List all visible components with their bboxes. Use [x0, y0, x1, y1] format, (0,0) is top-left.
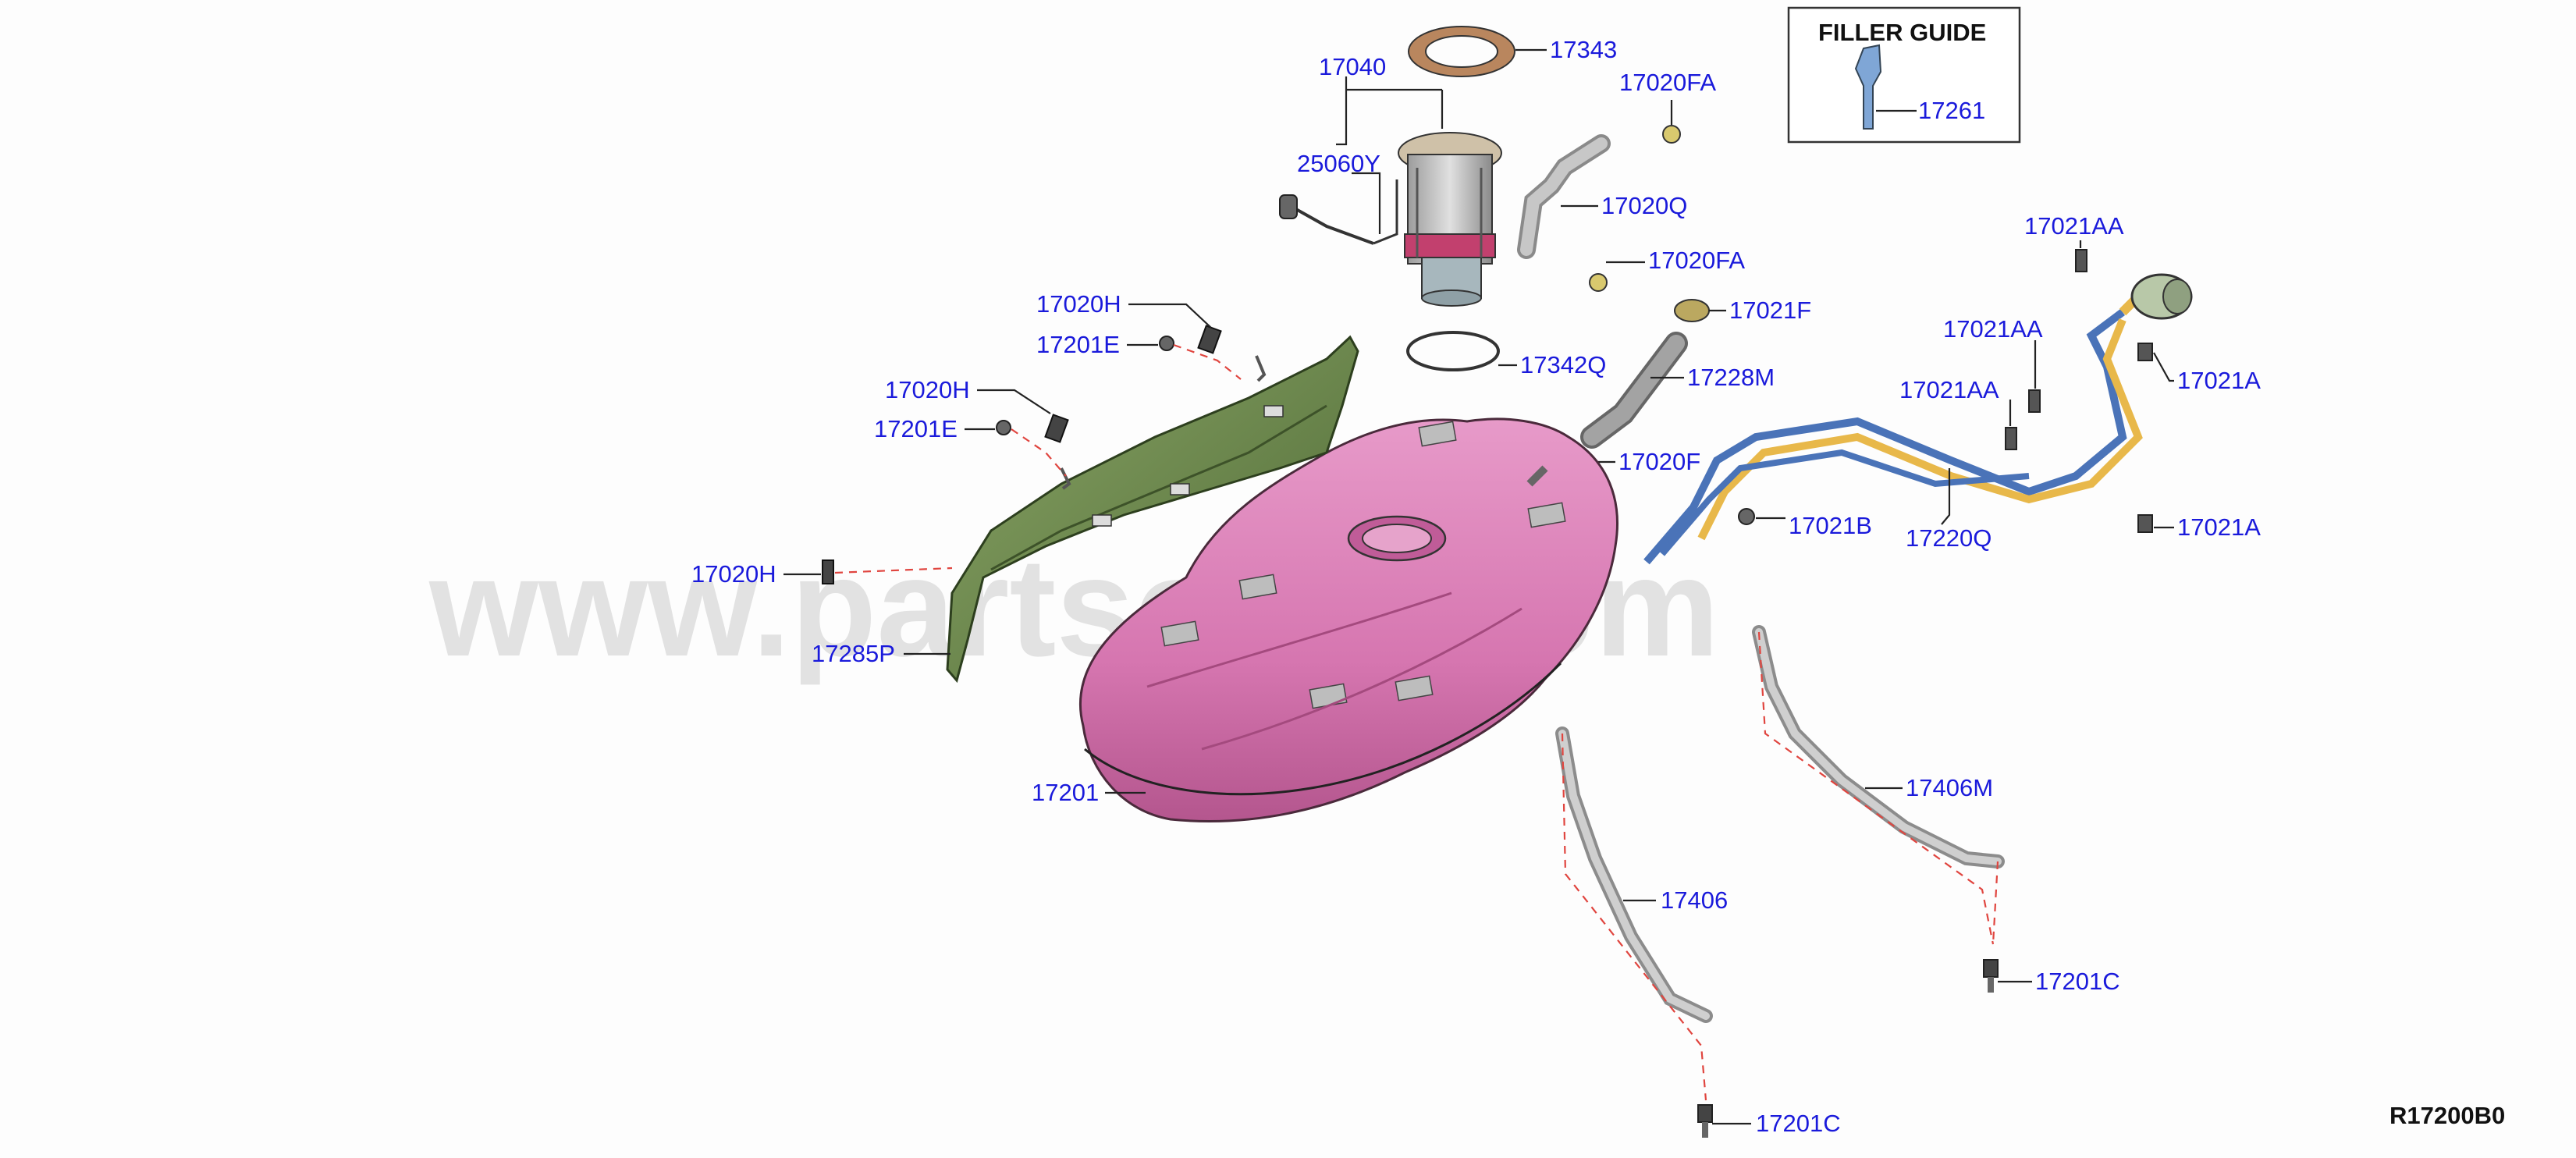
clip-17020H-lower — [783, 559, 953, 584]
label-17220Q: 17220Q — [1906, 524, 1992, 552]
label-17406M: 17406M — [1906, 774, 1993, 801]
bolt-17201C-right — [1983, 959, 2032, 993]
label-17020H-2: 17020H — [885, 376, 970, 403]
label-17020FA-bottom: 17020FA — [1648, 247, 1745, 274]
lock-ring-part — [1408, 26, 1547, 77]
o-ring-part — [1406, 331, 1517, 371]
label-17228M: 17228M — [1687, 364, 1775, 391]
bolt-17201E-middle — [965, 420, 1067, 477]
vent-hose-part — [1517, 125, 1681, 292]
label-17020F: 17020F — [1618, 448, 1700, 475]
strap-17406 — [1555, 726, 1713, 1101]
filler-guide-box: FILLER GUIDE 17261 — [1787, 6, 2021, 144]
bolt-17201E-upper — [1127, 336, 1242, 380]
label-17343: 17343 — [1550, 36, 1617, 63]
fuel-pump-part — [1279, 132, 1502, 307]
filler-guide-part-icon — [1854, 44, 1882, 130]
leader-25060Y — [1352, 172, 1381, 234]
fuel-tank-part — [1078, 417, 1618, 822]
label-17021B: 17021B — [1789, 512, 1872, 539]
label-17021AA-3: 17021AA — [1899, 376, 1999, 403]
label-17020Q: 17020Q — [1601, 192, 1687, 219]
filler-guide-frame — [1787, 6, 2021, 144]
label-17020H-3: 17020H — [691, 560, 776, 588]
label-17020H-1: 17020H — [1036, 290, 1121, 318]
label-17201E-2: 17201E — [874, 415, 958, 442]
label-17021AA-2: 17021AA — [1943, 315, 2043, 343]
label-17342Q: 17342Q — [1520, 351, 1606, 378]
label-17201C-1: 17201C — [2035, 968, 2120, 995]
leader-17220Q — [1941, 468, 1951, 525]
label-17201C-2: 17201C — [1756, 1110, 1841, 1137]
fuel-lines-part — [1643, 249, 2193, 565]
label-17020FA-top: 17020FA — [1619, 69, 1716, 96]
leader-17021A-1 — [2153, 352, 2174, 382]
label-17406: 17406 — [1661, 886, 1728, 914]
label-17285P: 17285P — [812, 640, 895, 667]
leader-17040 — [1336, 76, 1444, 146]
filler-hose-part — [1580, 332, 1688, 449]
label-25060Y: 25060Y — [1297, 150, 1380, 177]
cap-part — [1674, 299, 1726, 322]
strap-17406M — [1752, 625, 2005, 945]
label-17021AA-1: 17021AA — [2024, 212, 2124, 240]
label-17201: 17201 — [1032, 779, 1099, 806]
label-17021F: 17021F — [1729, 297, 1811, 324]
diagram-code: R17200B0 — [2389, 1102, 2505, 1129]
clip-17020H-upper — [1128, 303, 1222, 354]
clip-17020H-middle — [977, 389, 1069, 443]
label-17021A-1: 17021A — [2177, 367, 2261, 394]
label-17201E-1: 17201E — [1036, 331, 1120, 358]
label-17021A-2: 17021A — [2177, 513, 2261, 541]
filler-guide-title: FILLER GUIDE — [1818, 19, 1986, 46]
label-17261: 17261 — [1918, 97, 1985, 124]
bolt-17201C-bottom — [1697, 1104, 1751, 1138]
label-17040: 17040 — [1319, 53, 1386, 80]
heat-shield-part — [946, 335, 1359, 684]
